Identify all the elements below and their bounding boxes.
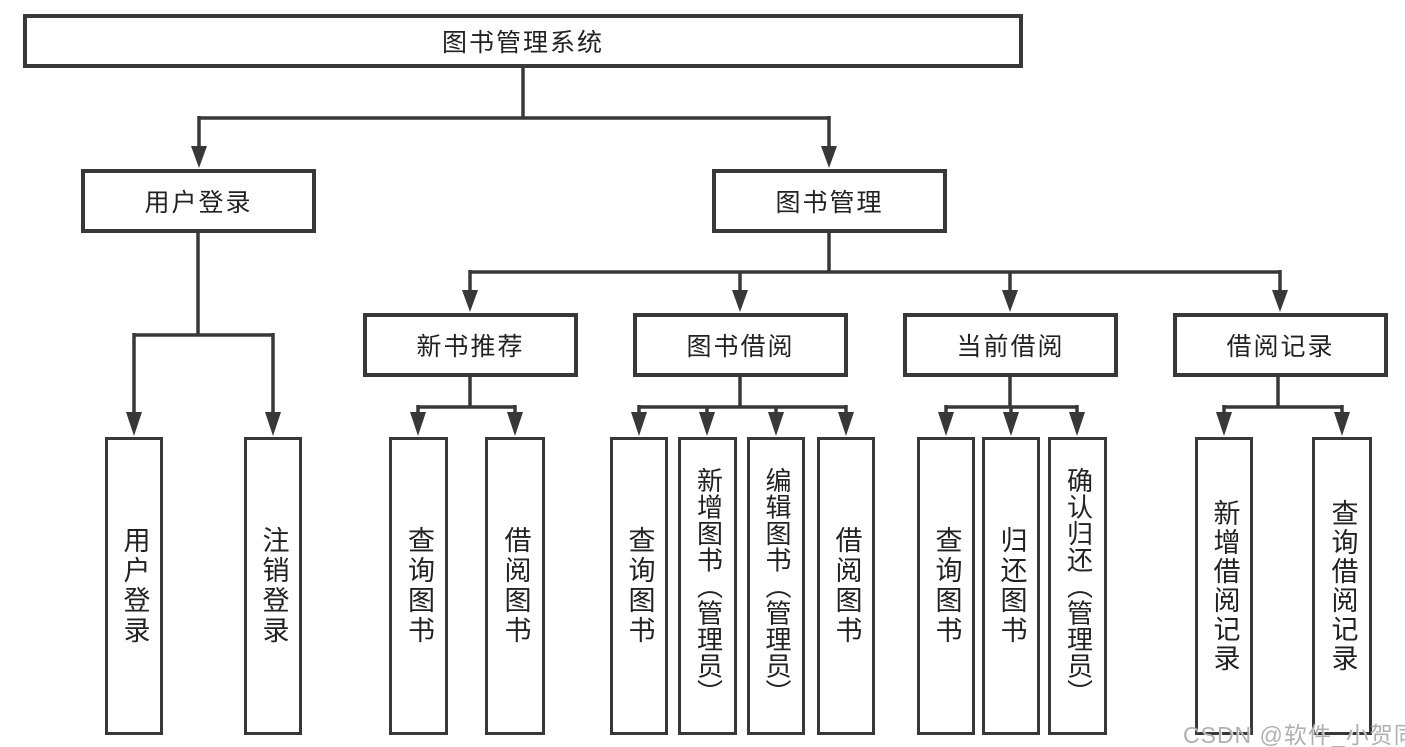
leaf-borrow-borrow-books-label: 借阅图书 (831, 526, 862, 646)
node-book-borrow: 图书借阅 (633, 313, 848, 377)
leaf-borrow-edit-books-admin-label: 编辑图书（管理员） (761, 466, 792, 706)
node-book-management: 图书管理 (712, 169, 947, 233)
node-book-borrow-label: 图书借阅 (686, 333, 795, 361)
arrowheads (126, 146, 1350, 436)
leaf-newbooks-borrow-books: 借阅图书 (485, 437, 545, 735)
leaf-newbooks-query-books: 查询图书 (389, 437, 448, 735)
leaf-logout-label: 注销登录 (258, 526, 289, 646)
leaf-logout: 注销登录 (244, 437, 302, 735)
leaf-user-login-label: 用户登录 (119, 526, 150, 646)
leaf-borrow-add-books-admin-label: 新增图书（管理员） (693, 466, 724, 706)
leaf-current-query-books: 查询图书 (917, 437, 975, 735)
node-user-login: 用户登录 (81, 169, 316, 233)
leaf-current-confirm-return-admin: 确认归还（管理员） (1048, 437, 1107, 735)
leaf-current-query-books-label: 查询图书 (931, 526, 962, 646)
csdn-watermark: CSDN @软件_小贺同学 (1183, 722, 1405, 747)
node-book-management-label: 图书管理 (775, 189, 884, 217)
node-current-borrow: 当前借阅 (903, 313, 1118, 377)
leaf-records-query-record-label: 查询借阅记录 (1327, 499, 1358, 673)
leaf-borrow-add-books-admin: 新增图书（管理员） (678, 437, 737, 735)
leaf-current-return-books: 归还图书 (982, 437, 1040, 735)
node-user-login-label: 用户登录 (144, 189, 253, 217)
leaf-borrow-query-books-label: 查询图书 (624, 526, 655, 646)
leaf-borrow-borrow-books: 借阅图书 (817, 437, 875, 735)
leaf-borrow-edit-books-admin: 编辑图书（管理员） (747, 437, 805, 735)
leaf-current-confirm-return-admin-label: 确认归还（管理员） (1063, 466, 1094, 706)
node-new-book-recommend-label: 新书推荐 (416, 333, 525, 361)
leaf-records-add-record: 新增借阅记录 (1195, 437, 1253, 735)
node-current-borrow-label: 当前借阅 (956, 333, 1065, 361)
leaf-current-return-books-label: 归还图书 (996, 526, 1027, 646)
node-borrow-records: 借阅记录 (1173, 313, 1388, 377)
leaf-newbooks-borrow-books-label: 借阅图书 (500, 526, 531, 646)
leaf-borrow-query-books: 查询图书 (610, 437, 668, 735)
node-new-book-recommend: 新书推荐 (363, 313, 578, 377)
leaf-records-query-record: 查询借阅记录 (1312, 437, 1372, 735)
node-borrow-records-label: 借阅记录 (1226, 333, 1335, 361)
node-root: 图书管理系统 (23, 14, 1023, 68)
leaf-newbooks-query-books-label: 查询图书 (404, 526, 435, 646)
leaf-records-add-record-label: 新增借阅记录 (1209, 499, 1240, 673)
node-root-label: 图书管理系统 (441, 29, 604, 57)
leaf-user-login: 用户登录 (105, 437, 163, 735)
